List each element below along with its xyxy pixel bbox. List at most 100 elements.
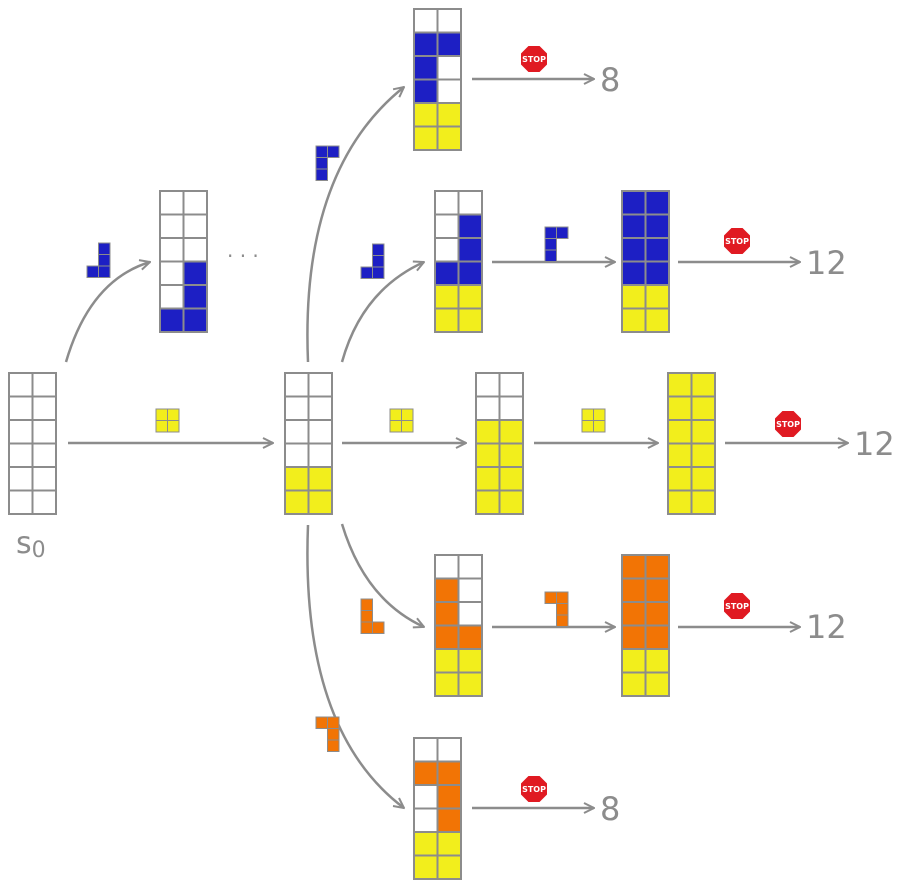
board-cell (413, 854, 439, 880)
piece-cell (86, 265, 99, 278)
piece-cell (360, 598, 373, 611)
stop-sign-text: STOP (522, 55, 546, 64)
board-cell (159, 307, 185, 333)
board-cell (182, 237, 208, 263)
board-s0 (8, 372, 57, 515)
stop-sign-text: STOP (776, 420, 800, 429)
board-cell (457, 601, 483, 627)
board-cell (413, 102, 439, 128)
board-cell (413, 55, 439, 81)
board-cell (307, 372, 333, 398)
board-cell (644, 601, 670, 627)
arrow-s0-to-b1 (64, 262, 150, 363)
board-cell (284, 466, 310, 492)
board-cell (434, 213, 460, 239)
board-cell (8, 419, 34, 445)
board-cell (307, 489, 333, 515)
piece-cell (544, 238, 557, 251)
board-cell (644, 577, 670, 603)
board-cell (475, 442, 501, 468)
stop-sign-icon: STOP (519, 774, 549, 804)
board-cell (690, 489, 716, 515)
labels: s0 · · · 8 12 12 12 8 (16, 61, 895, 828)
board-cell (644, 213, 670, 239)
piece-cell (372, 255, 385, 268)
board-cell (434, 648, 460, 674)
stop-sign-icon: STOP (722, 591, 752, 621)
board-my2 (667, 372, 716, 515)
board-cell (667, 372, 693, 398)
piece-cell (155, 408, 168, 421)
board-cell (498, 395, 524, 421)
outcome-value-yellow: 12 (854, 425, 895, 463)
board-cell (457, 307, 483, 333)
board-cell (667, 442, 693, 468)
outcome-value-orange: 12 (806, 608, 847, 646)
stop-sign-icon: STOP (722, 226, 752, 256)
board-cell (621, 671, 647, 697)
board-cell (644, 260, 670, 286)
board-cell (31, 489, 57, 515)
board-cell (307, 419, 333, 445)
board-cell (413, 8, 439, 34)
board-bot1 (413, 737, 462, 880)
board-cell (436, 78, 462, 104)
board-cell (621, 648, 647, 674)
piece-cell (401, 420, 414, 433)
board-cell (621, 284, 647, 310)
piece-o-yellow-3 (581, 408, 606, 433)
board-cell (457, 648, 483, 674)
board-cell (475, 489, 501, 515)
board-cell (284, 489, 310, 515)
board-cell (621, 601, 647, 627)
stop-sign-text: STOP (725, 602, 749, 611)
board-cell (457, 284, 483, 310)
board-mb2 (621, 190, 670, 333)
piece-cell (401, 408, 414, 421)
board-cell (284, 419, 310, 445)
board-cell (182, 307, 208, 333)
board-cell (159, 284, 185, 310)
piece-l-blue-2 (544, 226, 569, 262)
arrow-s1-to-top1 (306, 87, 404, 363)
board-cell (436, 854, 462, 880)
arrow-s1-to-bot1 (306, 524, 404, 808)
board-cell (434, 284, 460, 310)
board-cell (413, 807, 439, 833)
board-cell (31, 395, 57, 421)
board-cell (413, 31, 439, 57)
piece-cell (556, 603, 569, 616)
board-cell (31, 372, 57, 398)
board-cell (475, 372, 501, 398)
piece-cell (315, 168, 328, 181)
board-cell (31, 442, 57, 468)
board-cell (457, 213, 483, 239)
board-cell (31, 419, 57, 445)
piece-cell (327, 145, 340, 158)
board-cell (159, 213, 185, 239)
board-cell (436, 8, 462, 34)
piece-cell (544, 249, 557, 262)
board-cell (307, 395, 333, 421)
piece-cell (372, 266, 385, 279)
board-cell (436, 125, 462, 151)
board-b1 (159, 190, 208, 333)
board-cell (284, 395, 310, 421)
board-cell (413, 831, 439, 857)
board-cell (621, 554, 647, 580)
board-cell (457, 260, 483, 286)
board-cell (8, 466, 34, 492)
pieces (86, 145, 606, 752)
piece-cell (360, 266, 373, 279)
board-cell (413, 125, 439, 151)
board-cell (690, 395, 716, 421)
board-cell (457, 237, 483, 263)
ellipsis-label: · · · (227, 244, 259, 268)
stop-sign-text: STOP (725, 237, 749, 246)
board-cell (434, 190, 460, 216)
board-cell (436, 737, 462, 763)
board-cell (621, 237, 647, 263)
board-cell (159, 190, 185, 216)
board-cell (644, 284, 670, 310)
